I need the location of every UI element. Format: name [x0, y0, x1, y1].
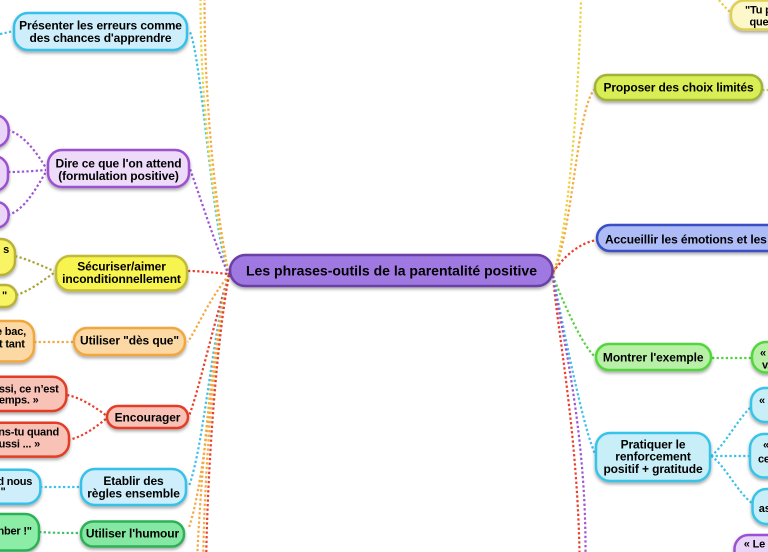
svg-text:Encourager: Encourager — [115, 410, 181, 424]
svg-text:": " — [0, 486, 5, 498]
svg-text:Les phrases-outils de la paren: Les phrases-outils de la parentalité pos… — [246, 263, 537, 279]
svg-text:renforcement: renforcement — [615, 450, 691, 464]
svg-text:Sécuriser/aimer: Sécuriser/aimer — [77, 259, 166, 273]
svg-text:as.: as. — [759, 503, 768, 515]
svg-text:ns-tu quand: ns-tu quand — [0, 427, 59, 439]
svg-text:règles ensemble: règles ensemble — [87, 486, 180, 500]
svg-text:(formulation positive): (formulation positive) — [58, 169, 179, 183]
svg-text:"Tu peux: "Tu peux — [745, 5, 768, 17]
svg-text:ce.: ce. — [758, 454, 768, 466]
svg-text:Pratiquer le: Pratiquer le — [621, 437, 686, 451]
svg-text:v.: v. — [762, 360, 768, 372]
svg-text:«: « — [763, 440, 768, 452]
svg-text:des chances d'apprendre: des chances d'apprendre — [30, 31, 172, 45]
svg-text:Utiliser l'humour: Utiliser l'humour — [86, 527, 180, 541]
svg-text:que tu: que tu — [750, 16, 768, 28]
svg-text:ussi ... »: ussi ... » — [0, 439, 40, 451]
svg-text:Proposer des choix limités: Proposer des choix limités — [603, 81, 754, 95]
svg-text:t tant: t tant — [0, 339, 25, 351]
svg-text:Accueillir les émotions et les: Accueillir les émotions et les besoins — [605, 233, 768, 247]
svg-text:nber !": nber !" — [0, 526, 32, 538]
svg-text:Etablir des: Etablir des — [103, 474, 164, 488]
svg-text:ssi, ce n’est: ssi, ce n’est — [0, 383, 59, 395]
svg-text:Montrer l'exemple: Montrer l'exemple — [603, 351, 704, 365]
svg-text:positif + gratitude: positif + gratitude — [603, 462, 703, 476]
svg-text:d nous: d nous — [0, 476, 32, 488]
svg-text:Utiliser "dès que": Utiliser "dès que" — [80, 334, 179, 348]
svg-text:Dire ce que l'on attend: Dire ce que l'on attend — [56, 156, 182, 170]
svg-text:« Le v: « Le v — [744, 539, 768, 551]
svg-text:« .: « . — [759, 395, 768, 407]
svg-text:« .: « . — [760, 348, 768, 360]
svg-text:s: s — [3, 244, 9, 256]
svg-text:": " — [2, 290, 7, 302]
svg-text:inconditionnellement: inconditionnellement — [62, 272, 181, 286]
svg-text:Présenter les erreurs comme: Présenter les erreurs comme — [19, 19, 182, 33]
svg-text:e bac,: e bac, — [0, 326, 26, 338]
